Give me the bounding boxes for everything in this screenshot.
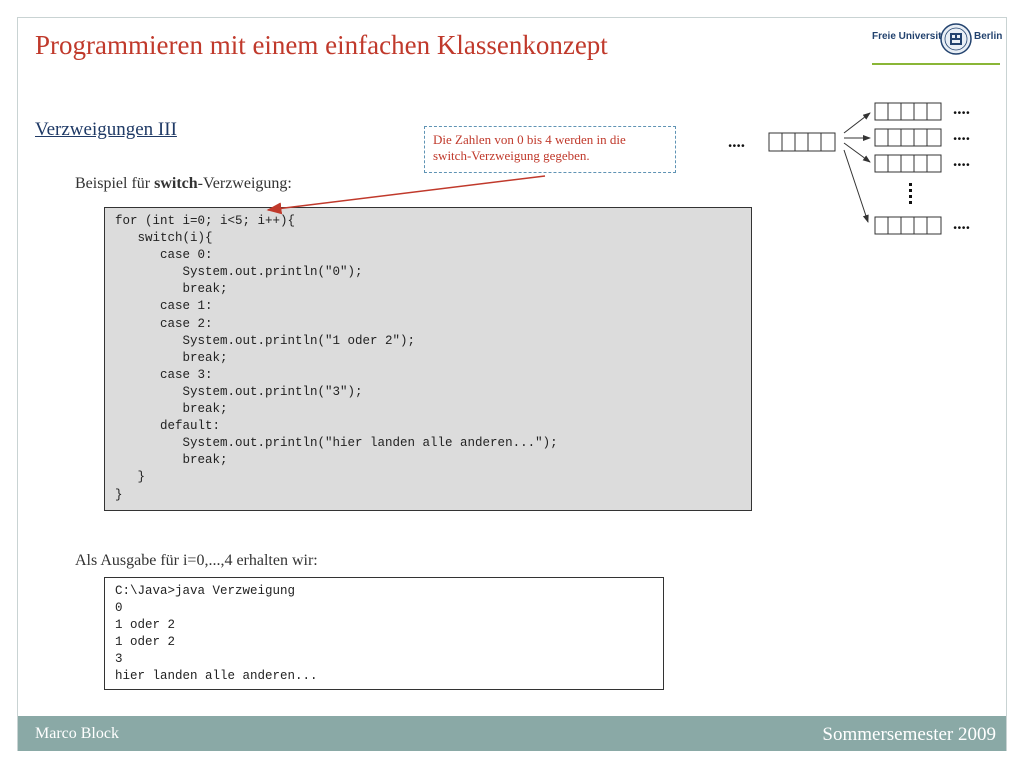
code-line: }: [115, 470, 146, 485]
logo-right-text: Berlin: [974, 31, 1003, 42]
footer-semester: Sommersemester 2009: [822, 724, 996, 745]
array-arrows: [843, 112, 871, 223]
fu-berlin-seal-icon: [940, 23, 972, 55]
code-line: case 1:: [115, 299, 213, 314]
ellipsis-row-4: ....: [953, 214, 970, 233]
ellipsis-row-3: ....: [953, 151, 970, 170]
code-line: }: [115, 487, 123, 502]
output-intro-text: Als Ausgabe für i=0,...,4 erhalten wir:: [75, 552, 318, 569]
slide-title: Programmieren mit einem einfachen Klasse…: [35, 30, 608, 60]
logo-left-text: Freie Universität: [872, 31, 951, 42]
intro-text: Beispiel für switch-Verzweigung:: [75, 175, 292, 193]
code-line: case 3:: [115, 367, 213, 382]
intro-suffix: -Verzweigung:: [197, 175, 292, 192]
intro-keyword: switch: [154, 175, 198, 192]
ellipsis-row-1: ....: [953, 99, 970, 118]
code-line: System.out.println("0");: [115, 265, 363, 280]
output-line: 1 oder 2: [115, 618, 176, 633]
code-line: break;: [115, 350, 228, 365]
code-line: break;: [115, 453, 228, 468]
code-line: System.out.println("1 oder 2");: [115, 333, 416, 348]
university-logo: Freie Universität Berlin: [870, 22, 1003, 65]
output-line: hier landen alle anderen...: [115, 669, 318, 684]
code-line: case 0:: [115, 248, 213, 263]
output-line: C:\Java>java Verzweigung: [115, 584, 296, 598]
output-line: 0: [115, 601, 123, 616]
code-line: default:: [115, 419, 221, 434]
section-title: Verzweigungen III: [35, 119, 177, 140]
intro-prefix: Beispiel für: [75, 175, 155, 192]
logo-underline: [872, 63, 1000, 65]
array-cells: [768, 102, 942, 235]
code-line: break;: [115, 402, 228, 417]
output-line: 3: [115, 652, 123, 667]
code-line: switch(i){: [115, 231, 213, 246]
annotation-callout: Die Zahlen von 0 bis 4 werden in die swi…: [424, 126, 676, 173]
output-line: 1 oder 2: [115, 635, 176, 650]
footer-bar: Marco Block Sommersemester 2009: [18, 716, 1006, 751]
code-line: System.out.println("hier landen alle and…: [115, 436, 558, 451]
console-output: C:\Java>java Verzweigung 0 1 oder 2 1 od…: [104, 577, 664, 690]
vertical-ellipsis: [909, 183, 912, 204]
footer-author: Marco Block: [35, 725, 119, 742]
code-line: for (int i=0; i<5; i++){: [115, 214, 296, 228]
ellipsis-left: ....: [728, 132, 745, 151]
code-line: System.out.println("3");: [115, 384, 363, 399]
callout-arrow: [266, 175, 546, 215]
ellipsis-row-2: ....: [953, 125, 970, 144]
array-diagram: .... .... .... .... ....: [728, 99, 970, 235]
code-block: for (int i=0; i<5; i++){ switch(i){ case…: [104, 207, 752, 511]
code-line: case 2:: [115, 316, 213, 331]
code-line: break;: [115, 282, 228, 297]
